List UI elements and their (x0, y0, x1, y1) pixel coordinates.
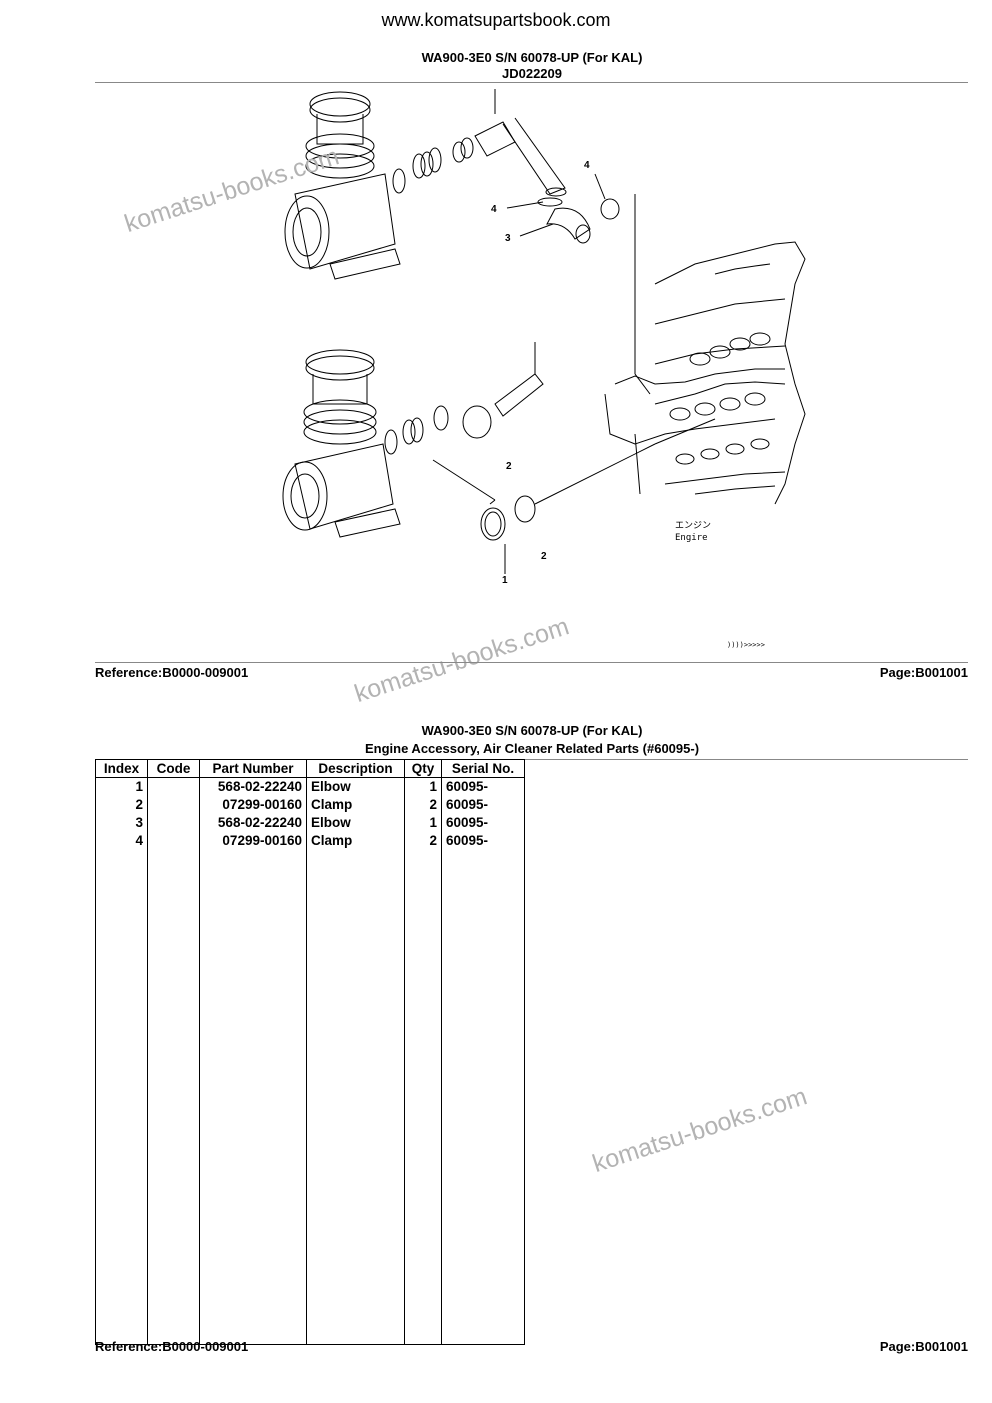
drawing-id: JD022209 (502, 66, 562, 81)
col-code: Code (147, 759, 200, 778)
cell-qty: 1 (404, 814, 442, 832)
cell-serial: 60095- (441, 832, 525, 850)
cell-qty: 2 (404, 796, 442, 814)
filler-cell (147, 850, 200, 1345)
header-rule (95, 82, 968, 83)
parts-diagram: 4 4 3 2 2 1 エンジン Engire ))))>>>>> (282, 89, 806, 649)
cell-qty: 1 (404, 777, 442, 796)
table-header-row: Index Code Part Number Description Qty S… (95, 759, 525, 778)
engine-label-en: Engire (675, 533, 708, 543)
table-row: 4 07299-00160 Clamp 2 60095- (95, 832, 525, 850)
callout-4-lower: 4 (491, 204, 497, 215)
col-index: Index (95, 759, 148, 778)
lower-clamp-rings (384, 342, 544, 455)
col-serial: Serial No. (441, 759, 525, 778)
cell-part-number: 07299-00160 (199, 796, 307, 814)
cell-description: Elbow (306, 814, 405, 832)
cell-description: Elbow (306, 777, 405, 796)
cell-code (147, 832, 200, 850)
cell-part-number: 568-02-22240 (199, 777, 307, 796)
page-top: Page:B001001 (879, 665, 968, 680)
cell-index: 4 (95, 832, 148, 850)
watermark-3: komatsu-books.com (589, 1082, 811, 1179)
col-qty: Qty (404, 759, 442, 778)
filler-cell (404, 850, 442, 1345)
parts-table: Index Code Part Number Description Qty S… (95, 759, 525, 1345)
model-title: WA900-3E0 S/N 60078-UP (For KAL) (421, 50, 643, 65)
filler-cell (95, 850, 148, 1345)
col-description: Description (306, 759, 405, 778)
cell-index: 2 (95, 796, 148, 814)
page-bottom: Page:B001001 (879, 1339, 968, 1354)
filler-cell (441, 850, 525, 1345)
table-row: 1 568-02-22240 Elbow 1 60095- (95, 777, 525, 796)
cell-code (147, 796, 200, 814)
site-url: www.komatsupartsbook.com (381, 10, 611, 30)
cell-part-number: 07299-00160 (199, 832, 307, 850)
cell-part-number: 568-02-22240 (199, 814, 307, 832)
upper-air-cleaner (284, 91, 401, 280)
callout-2-lower: 2 (541, 551, 547, 562)
col-part-number: Part Number (199, 759, 307, 778)
cell-index: 3 (95, 814, 148, 832)
cell-description: Clamp (306, 832, 405, 850)
engine-outline (604, 241, 806, 505)
cell-qty: 2 (404, 832, 442, 850)
engine-label-jp: エンジン (675, 521, 711, 531)
filler-cell (199, 850, 307, 1345)
section-model: WA900-3E0 S/N 60078-UP (For KAL) (421, 723, 643, 738)
reference-top: Reference:B0000-009001 (95, 665, 249, 680)
table-filler-row (95, 850, 525, 1345)
callout-3: 3 (505, 233, 511, 244)
table-row: 2 07299-00160 Clamp 2 60095- (95, 796, 525, 814)
upper-clamp-rings (392, 89, 516, 194)
section-title: Engine Accessory, Air Cleaner Related Pa… (364, 741, 700, 756)
filler-cell (306, 850, 405, 1345)
cell-serial: 60095- (441, 777, 525, 796)
diagram-ref-code: ))))>>>>> (727, 641, 765, 649)
callout-4-upper: 4 (584, 160, 590, 171)
cell-serial: 60095- (441, 814, 525, 832)
footer-rule-top (95, 662, 968, 663)
table-row: 3 568-02-22240 Elbow 1 60095- (95, 814, 525, 832)
cell-description: Clamp (306, 796, 405, 814)
cell-code (147, 814, 200, 832)
cell-serial: 60095- (441, 796, 525, 814)
callout-2-upper: 2 (506, 461, 512, 472)
callout-1: 1 (502, 575, 508, 586)
table-top-rule (525, 759, 968, 760)
upper-pipe (502, 117, 620, 244)
reference-bottom: Reference:B0000-009001 (95, 1339, 249, 1354)
cell-index: 1 (95, 777, 148, 796)
lower-air-cleaner (282, 349, 401, 538)
cell-code (147, 777, 200, 796)
lower-elbow (480, 495, 536, 541)
